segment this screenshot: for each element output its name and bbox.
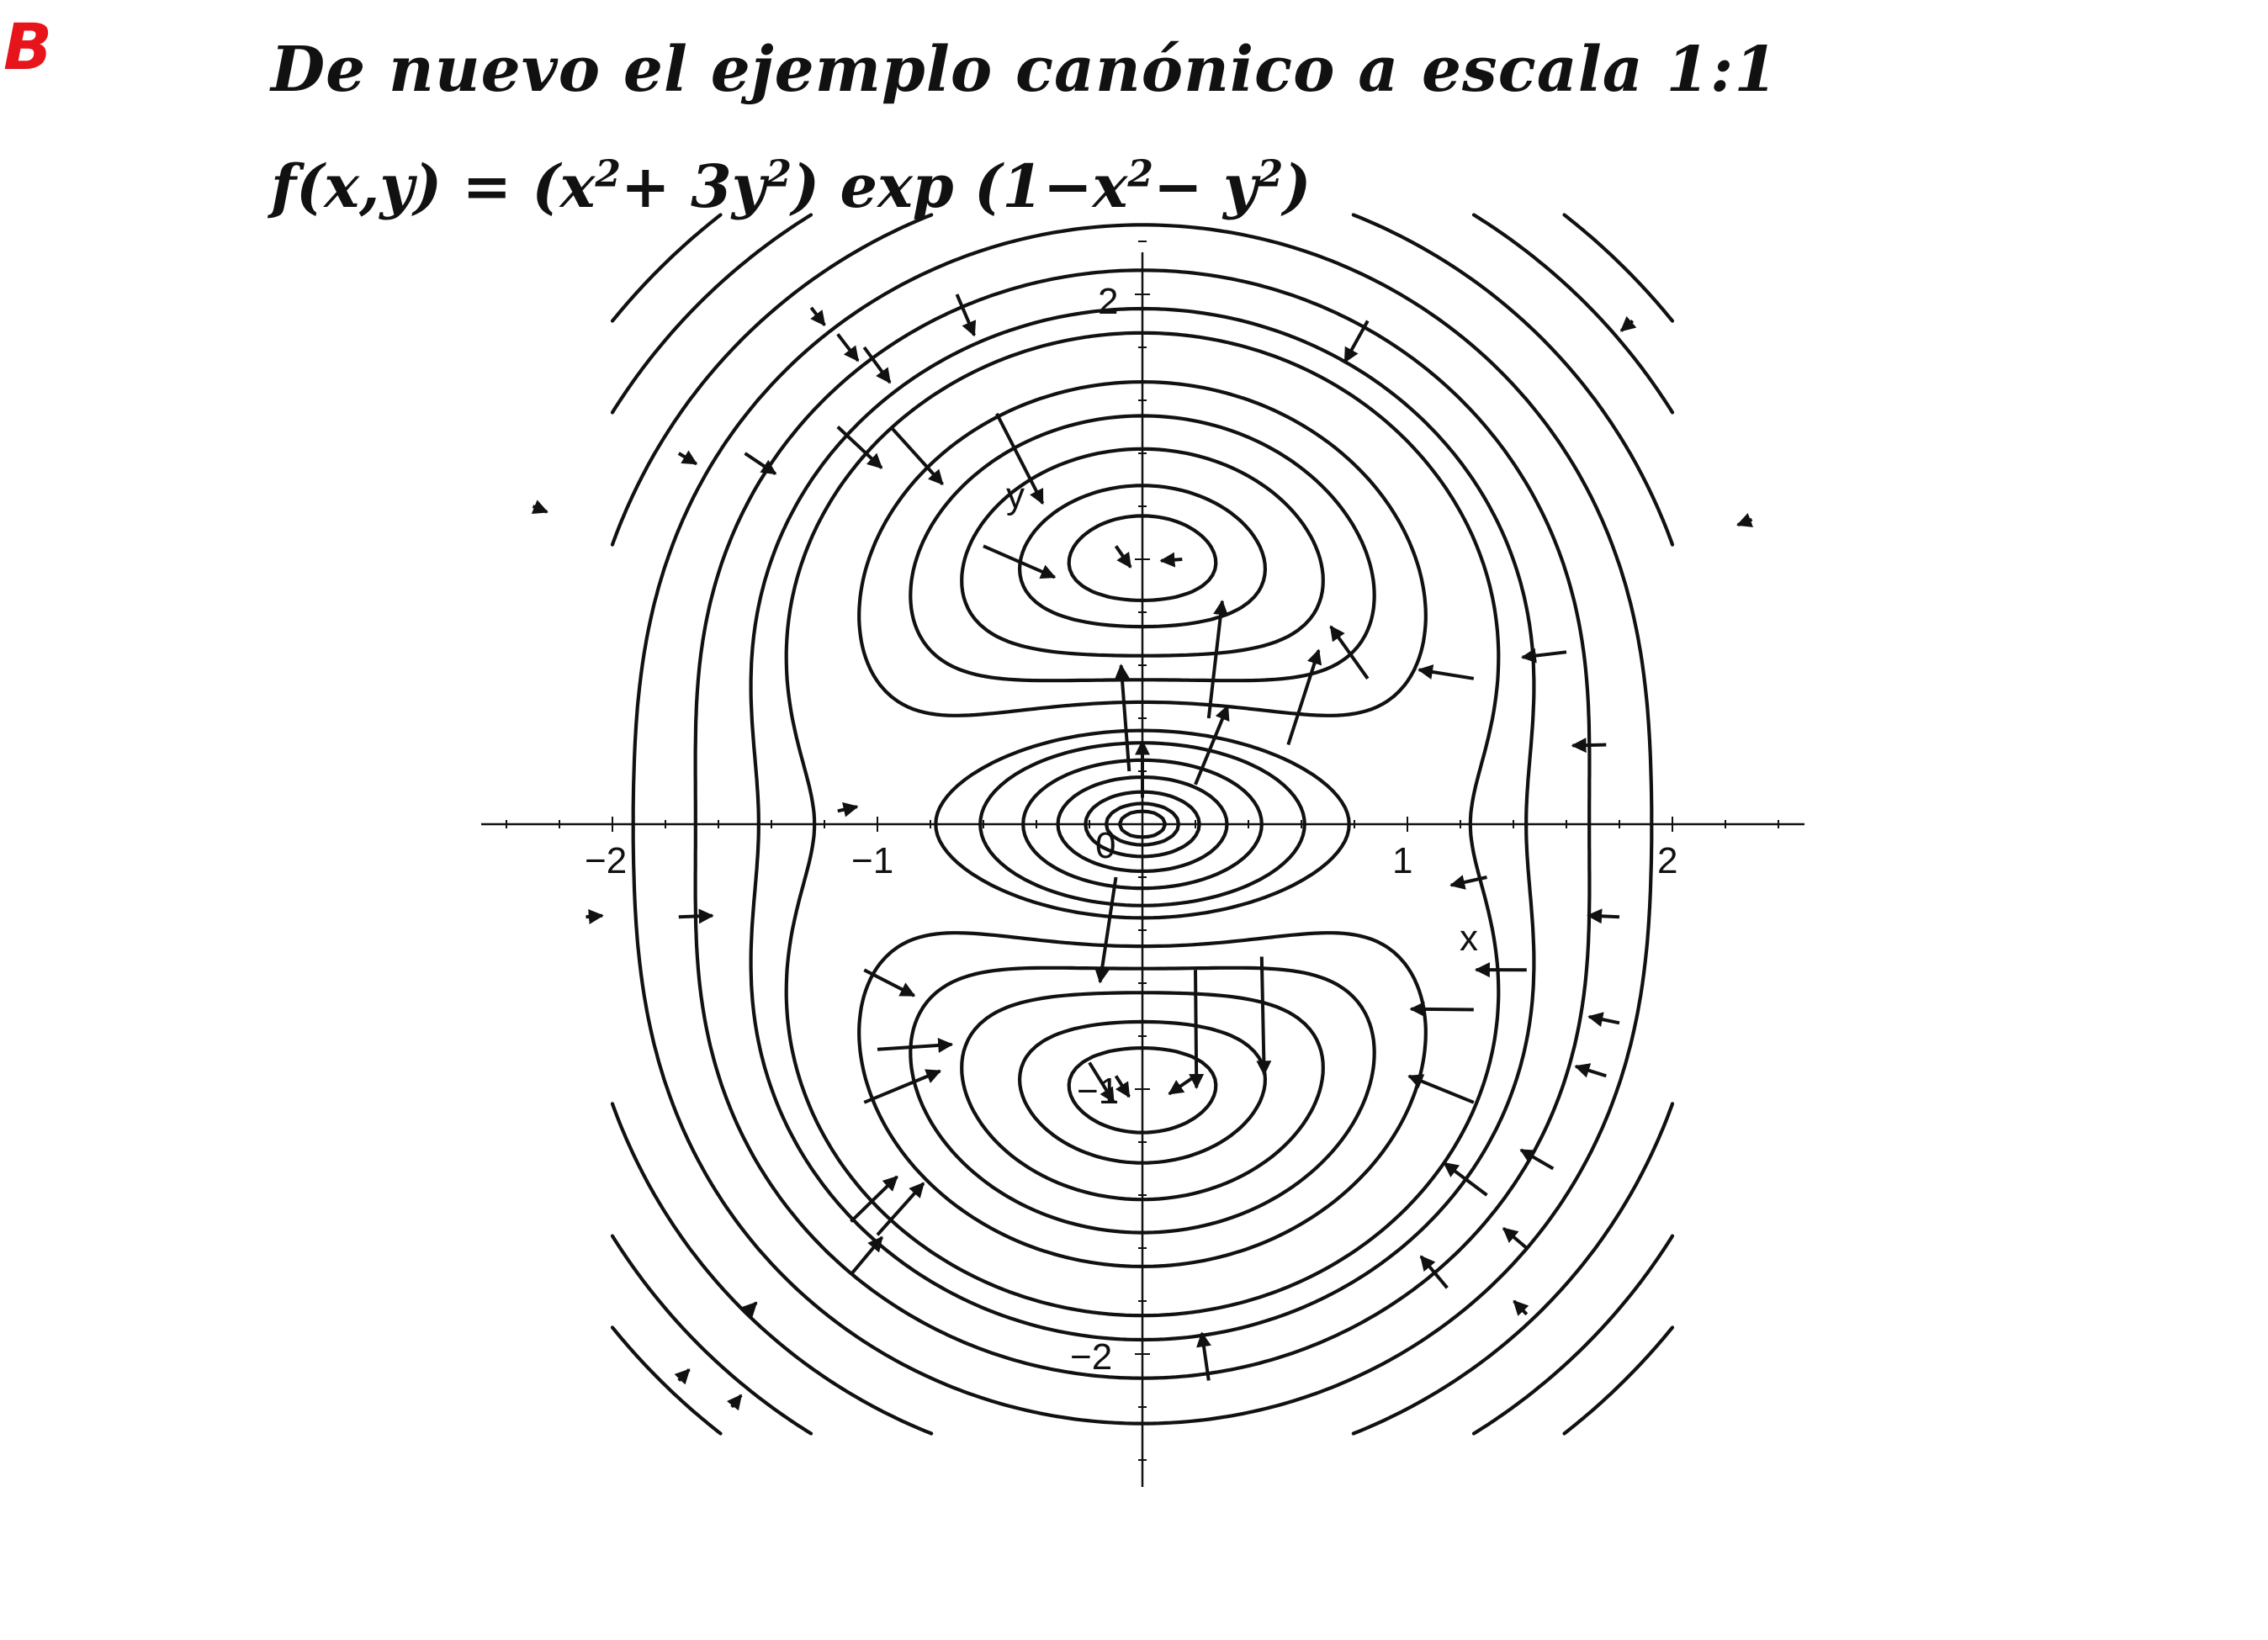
contour-line bbox=[1067, 514, 1218, 1135]
gradient-arrow bbox=[1513, 1299, 1529, 1316]
gradient-arrow bbox=[1418, 664, 1475, 680]
contour-line bbox=[1018, 484, 1267, 1165]
formula-exp-4: 2 bbox=[1257, 152, 1284, 196]
gradient-arrow bbox=[1114, 664, 1131, 772]
formula-mid-2: ) exp (1−x bbox=[792, 151, 1128, 221]
contour-line bbox=[610, 213, 1675, 1436]
x-tick-label: −1 bbox=[851, 840, 893, 881]
gradient-arrow bbox=[1587, 908, 1620, 924]
gradient-arrow bbox=[1407, 1074, 1475, 1104]
gradient-arrow bbox=[1736, 512, 1754, 527]
y-axis-name: y bbox=[1006, 475, 1025, 516]
gradient-arrow bbox=[1443, 1161, 1488, 1197]
gradient-arrow bbox=[1520, 648, 1567, 664]
contour-line bbox=[857, 380, 1428, 1268]
contour-line bbox=[960, 447, 1325, 1202]
gradient-arrow bbox=[1587, 1012, 1620, 1027]
gradient-arrow bbox=[1502, 1227, 1529, 1250]
gradient-arrow bbox=[983, 544, 1057, 579]
formula-lhs: f(x,y) = (x bbox=[271, 151, 596, 221]
gradient-arrow bbox=[1088, 1061, 1115, 1103]
gradient-arrow bbox=[1286, 648, 1322, 746]
gradient-arrow bbox=[876, 1182, 925, 1236]
contour-line bbox=[909, 414, 1376, 1235]
gradient-arrow bbox=[1449, 875, 1487, 890]
contour-line bbox=[610, 213, 1675, 1436]
formula-mid-3: − y bbox=[1153, 151, 1258, 221]
x-tick-label: 2 bbox=[1657, 840, 1677, 881]
gradient-arrow bbox=[726, 1394, 743, 1411]
contour-line bbox=[749, 306, 1536, 1342]
gradient-arrow bbox=[995, 412, 1045, 505]
axes: −2 −1 0 1 2 2 −1 −2 y x bbox=[481, 241, 1804, 1487]
gradient-arrow bbox=[1419, 1255, 1449, 1289]
gradient-arrow bbox=[1256, 956, 1272, 1077]
gradient-arrow bbox=[1159, 552, 1183, 568]
gradient-arrow bbox=[955, 294, 977, 337]
gradient-arrow bbox=[1189, 970, 1205, 1089]
gradient-arrow bbox=[1329, 625, 1370, 680]
gradient-arrow bbox=[849, 1235, 884, 1276]
gradient-arrow bbox=[836, 333, 860, 362]
gradient-arrow bbox=[1114, 1075, 1131, 1098]
gradient-arrow bbox=[1519, 1148, 1555, 1171]
x-tick-label: 1 bbox=[1392, 840, 1412, 881]
gradient-arrow bbox=[1168, 1074, 1197, 1096]
formula-mid-1: + 3y bbox=[621, 151, 766, 221]
gradient-arrow bbox=[877, 1037, 954, 1053]
gradient-arrow bbox=[889, 426, 944, 485]
gradient-arrow bbox=[862, 346, 892, 384]
gradient-arrow bbox=[744, 452, 777, 475]
gradient-arrow bbox=[1409, 1001, 1474, 1017]
gradient-arrow bbox=[1574, 1063, 1607, 1078]
gradient-arrow bbox=[863, 1069, 942, 1104]
gradient-arrow bbox=[678, 908, 714, 924]
gradient-arrow bbox=[1206, 600, 1228, 719]
formula-exp-2: 2 bbox=[766, 152, 792, 196]
gradient-arrow bbox=[586, 909, 604, 924]
formula-end: ) bbox=[1283, 151, 1312, 221]
gradient-arrow bbox=[674, 1368, 691, 1385]
gradient-arrow bbox=[1114, 545, 1132, 569]
formula-exp-1: 2 bbox=[595, 152, 622, 196]
gradient-arrow bbox=[837, 801, 859, 817]
gradient-arrow bbox=[677, 450, 698, 466]
gradient-arrow bbox=[1571, 738, 1607, 754]
x-axis-name: x bbox=[1460, 918, 1478, 959]
x-tick-label: −2 bbox=[585, 840, 627, 881]
gradient-arrow bbox=[809, 306, 826, 326]
gradient-arrow bbox=[863, 968, 916, 997]
formula: f(x,y) = (x2+ 3y2) exp (1−x2− y2) bbox=[271, 151, 1311, 221]
gradient-arrow bbox=[741, 1301, 758, 1318]
contour-line bbox=[610, 213, 1675, 1436]
contour-lines bbox=[610, 213, 1675, 1436]
y-tick-label: 2 bbox=[1098, 281, 1118, 322]
gradient-arrow bbox=[836, 426, 883, 469]
gradient-arrow bbox=[1094, 876, 1118, 984]
gradient-arrow bbox=[1343, 320, 1370, 363]
formula-exp-3: 2 bbox=[1127, 152, 1153, 196]
gradient-arrow bbox=[850, 1175, 898, 1223]
contour-line bbox=[784, 331, 1501, 1318]
gradient-arrow bbox=[1196, 1331, 1211, 1381]
gradient-arrows bbox=[531, 294, 1754, 1411]
panel-letter: B bbox=[3, 9, 52, 84]
gradient-arrow bbox=[531, 500, 548, 515]
y-tick-label: −2 bbox=[1070, 1336, 1112, 1378]
page-title: De nuevo el ejemplo canónico a escala 1:… bbox=[271, 34, 1778, 106]
contour-line bbox=[693, 268, 1592, 1380]
gradient-arrow bbox=[1194, 705, 1230, 786]
gradient-arrow bbox=[1619, 315, 1637, 332]
x-tick-label: 0 bbox=[1095, 825, 1115, 866]
contour-line bbox=[631, 223, 1654, 1426]
